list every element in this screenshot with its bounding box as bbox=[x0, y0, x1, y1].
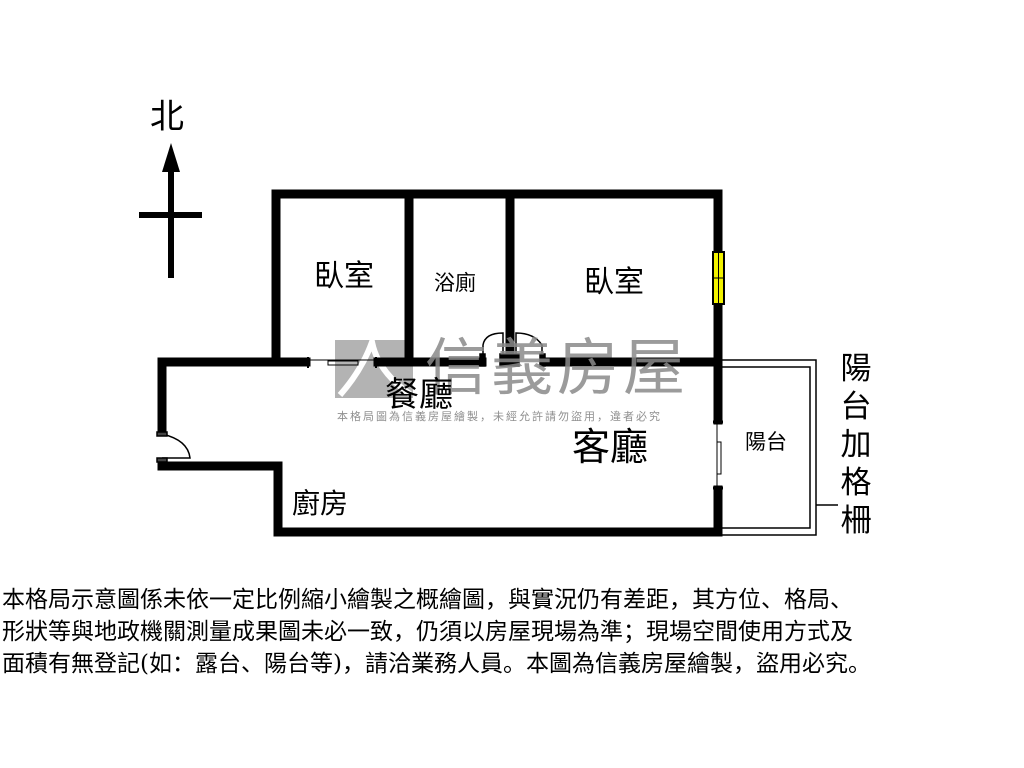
north-label: 北 bbox=[150, 97, 184, 137]
disclaimer-line: 形狀等與地政機關測量成果圖未必一致，仍須以房屋現場為準；現場空間使用方式及 bbox=[2, 619, 853, 645]
note-char: 台 bbox=[840, 389, 872, 425]
room-label-bedroom-left: 臥室 bbox=[314, 259, 374, 294]
room-label-kitchen: 廚房 bbox=[292, 487, 349, 520]
door-entrance bbox=[156, 431, 191, 463]
disclaimer-line: 本格局示意圖係未依一定比例縮小繪製之概繪圖，與實況仍有差距，其方位、格局、 bbox=[2, 587, 853, 613]
window-bedroom bbox=[712, 251, 725, 305]
balcony-outline bbox=[722, 359, 838, 536]
watermark-notice: 本格局圖為信義房屋繪製，未經允許請勿盜用，違者必究 bbox=[337, 410, 662, 423]
north-arrow-icon bbox=[139, 143, 202, 278]
sinyi-logo-icon bbox=[335, 330, 413, 398]
room-label-bedroom-right: 臥室 bbox=[584, 265, 644, 300]
note-char: 陽 bbox=[840, 351, 872, 387]
note-char: 格 bbox=[840, 465, 872, 501]
walls bbox=[157, 189, 723, 537]
room-label-living: 客廳 bbox=[572, 425, 649, 469]
note-char: 柵 bbox=[840, 503, 872, 539]
disclaimer-line: 面積有無登記(如：露台、陽台等)，請洽業務人員。本圖為信義房屋繪製，盜用必究。 bbox=[2, 651, 871, 677]
room-label-dining: 餐廳 bbox=[385, 375, 453, 415]
window-dining bbox=[307, 357, 377, 368]
door-balcony bbox=[713, 420, 723, 490]
note-char: 加 bbox=[840, 427, 872, 463]
door-bathroom bbox=[479, 332, 546, 367]
room-label-bathroom: 浴廁 bbox=[434, 271, 476, 295]
disclaimer: 本格局示意圖係未依一定比例縮小繪製之概繪圖，與實況仍有差距，其方位、格局、 形狀… bbox=[2, 584, 1024, 680]
balcony-railing-note: 陽 台 加 格 柵 bbox=[836, 350, 876, 540]
watermark-brand: 信義房屋 bbox=[425, 331, 690, 404]
room-label-balcony: 陽台 bbox=[745, 430, 787, 454]
